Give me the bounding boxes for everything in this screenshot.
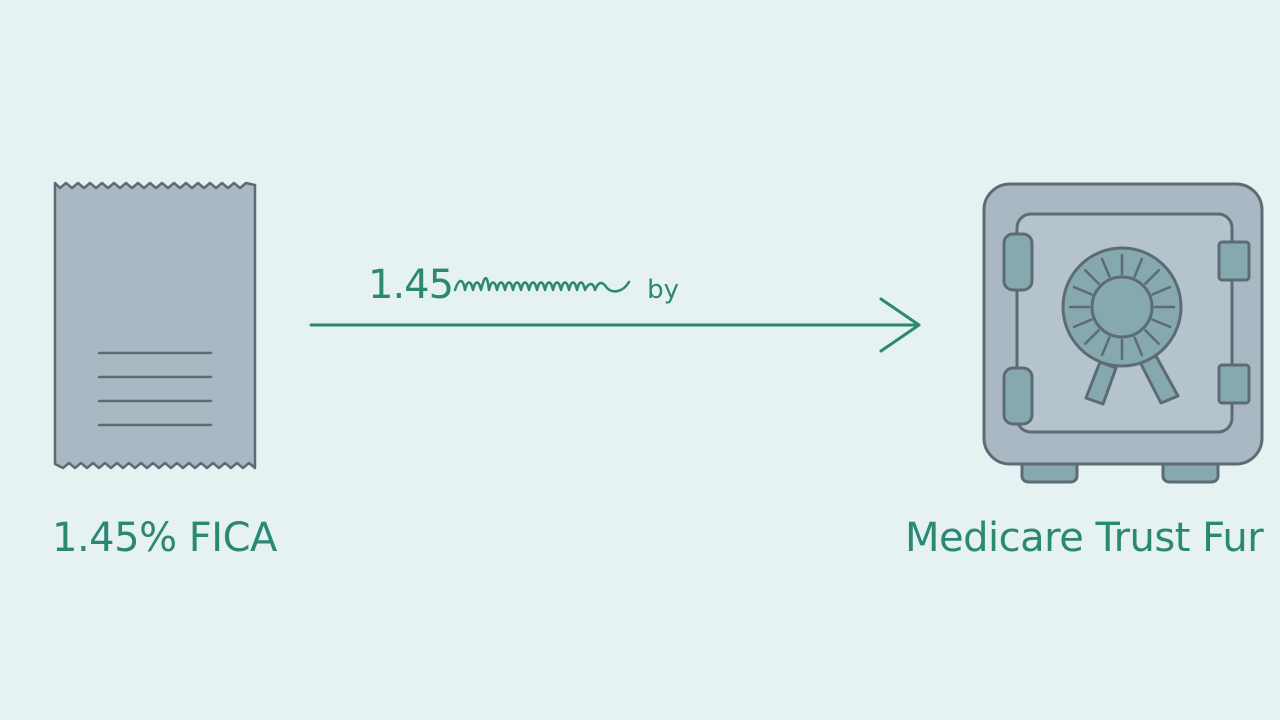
destination-label: Medicare Trust Fur bbox=[905, 515, 1264, 561]
dial-tick bbox=[1083, 268, 1100, 285]
dial-tick bbox=[1083, 329, 1100, 346]
receipt-body bbox=[53, 181, 257, 470]
safe-latch-bottom bbox=[1217, 363, 1251, 405]
safe-hinge-top bbox=[1002, 232, 1034, 292]
safe-hinge-bottom bbox=[1002, 366, 1034, 426]
flow-caption-trailing: by bbox=[647, 275, 679, 305]
safe-dial-ticks bbox=[1068, 253, 1176, 361]
receipt-lines bbox=[97, 351, 213, 427]
dial-tick bbox=[1072, 318, 1093, 329]
dial-tick bbox=[1151, 285, 1172, 296]
flow-caption-number: 1.45 bbox=[368, 262, 454, 308]
safe-dial-center bbox=[1090, 275, 1154, 339]
dial-tick bbox=[1100, 336, 1111, 357]
dial-tick bbox=[1144, 268, 1161, 285]
dial-tick bbox=[1133, 257, 1144, 278]
safe-latch-top bbox=[1217, 240, 1251, 282]
dial-tick bbox=[1151, 318, 1172, 329]
source-label: 1.45% FICA bbox=[52, 515, 277, 561]
dial-tick bbox=[1133, 336, 1144, 357]
dial-tick bbox=[1144, 329, 1161, 346]
dial-tick bbox=[1072, 285, 1093, 296]
flow-caption: 1.45 by bbox=[368, 262, 679, 308]
dial-tick bbox=[1100, 257, 1111, 278]
handwriting-scribble bbox=[453, 276, 631, 293]
